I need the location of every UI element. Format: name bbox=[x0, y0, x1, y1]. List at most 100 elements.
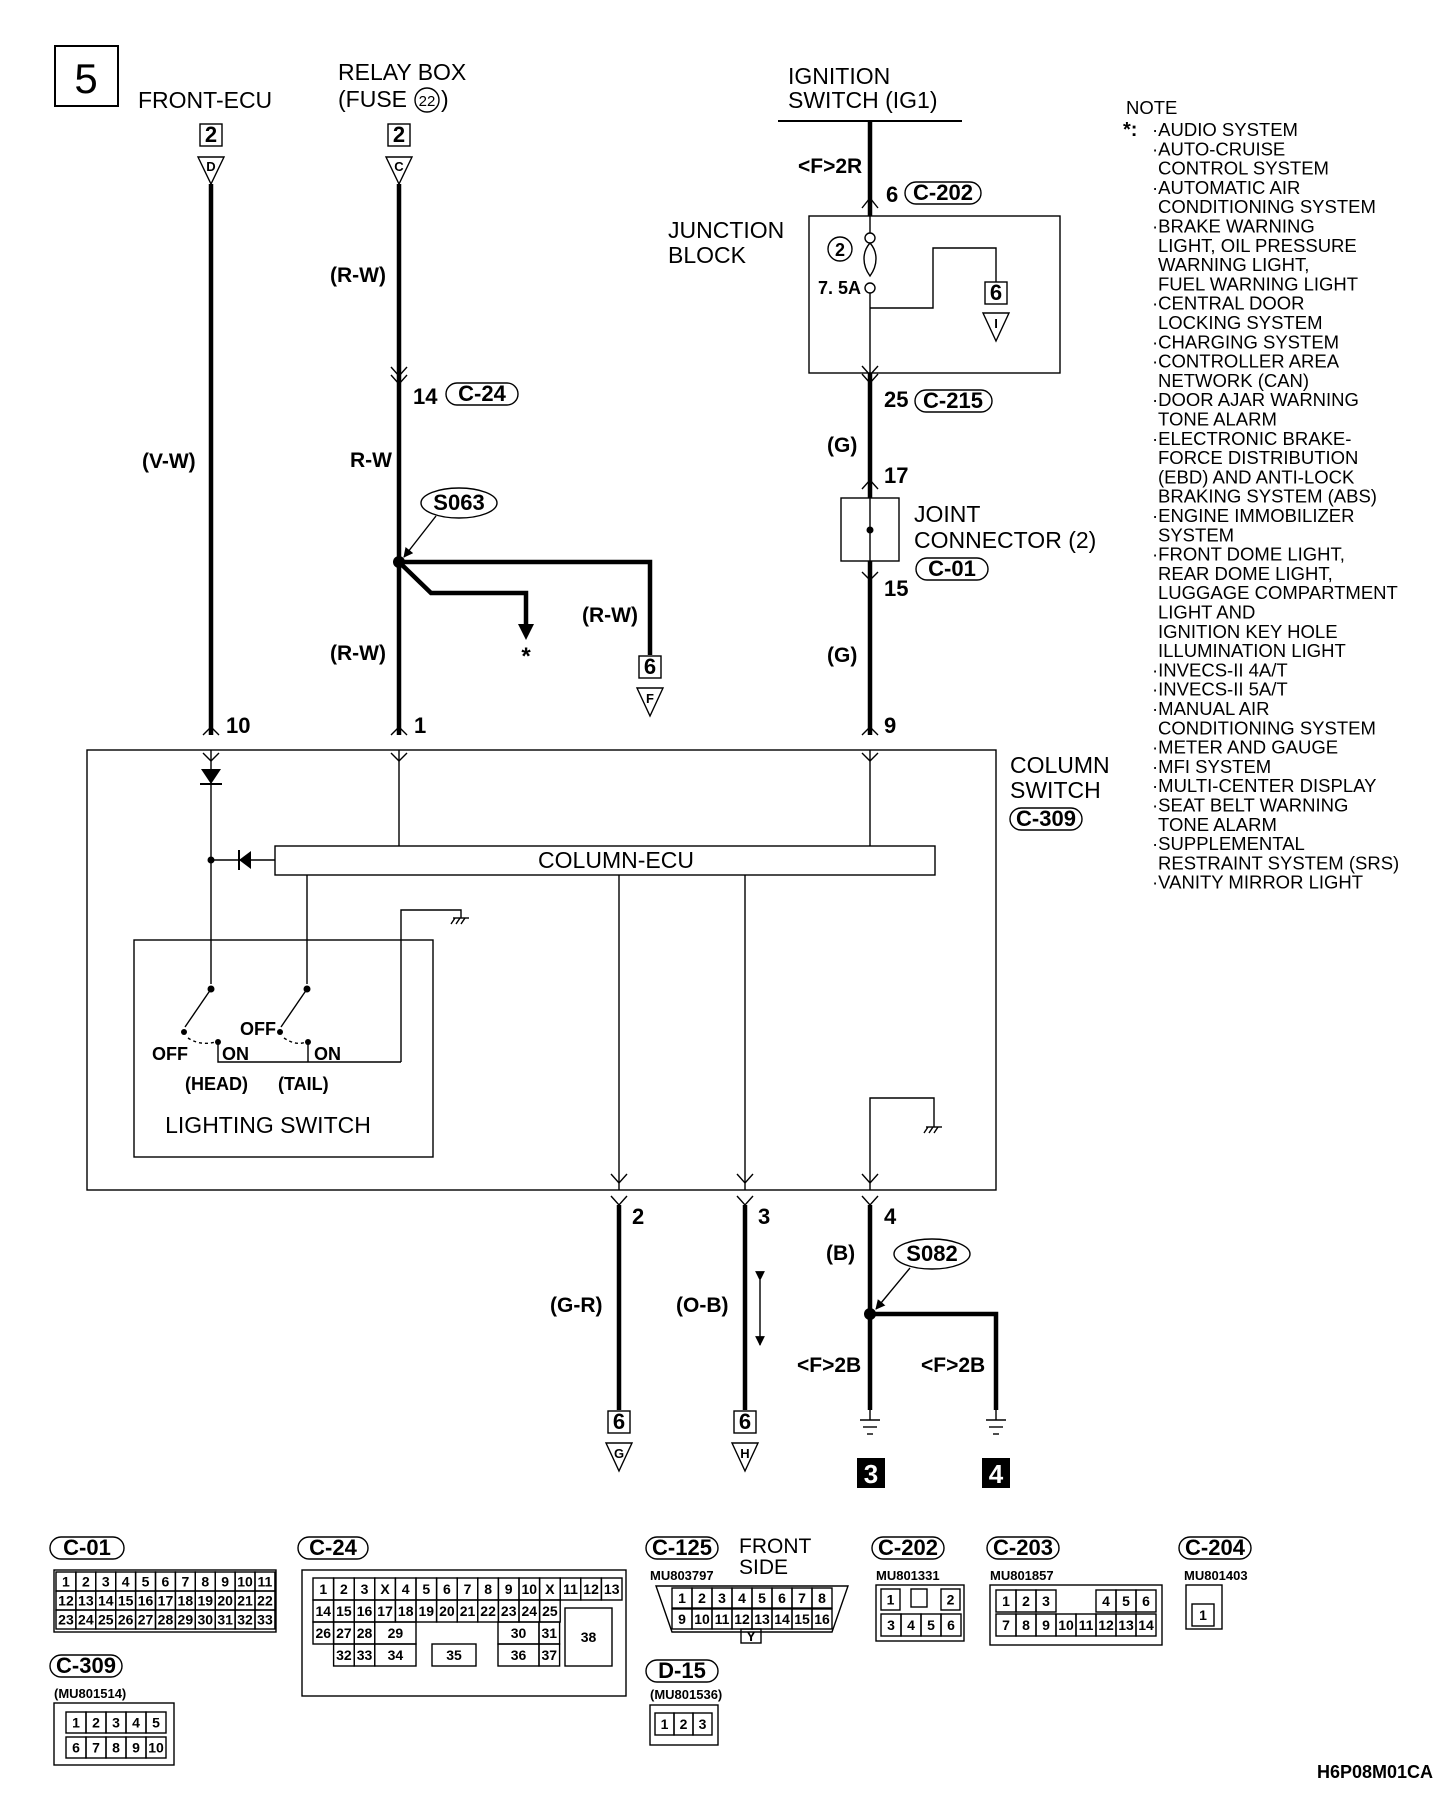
connector-pin: 5 bbox=[152, 1715, 160, 1731]
connector-pin: 7 bbox=[798, 1590, 806, 1606]
note-line: ·INVECS-II 5A/T bbox=[1152, 679, 1288, 700]
connector-pin: 4 bbox=[132, 1715, 140, 1731]
pin-15: 15 bbox=[884, 576, 908, 601]
connector-pin: 9 bbox=[678, 1611, 686, 1627]
c202-label: C-202 bbox=[913, 180, 973, 205]
note-line: LUGGAGE COMPARTMENT bbox=[1158, 582, 1398, 603]
connector-pin: 13 bbox=[754, 1611, 770, 1627]
connector-pin: 21 bbox=[460, 1603, 476, 1619]
pin-9: 9 bbox=[884, 713, 896, 738]
svg-text:D: D bbox=[206, 159, 215, 174]
note-star: *: bbox=[1123, 119, 1137, 141]
wire-o-b-label: (O-B) bbox=[676, 1294, 728, 1317]
connector-pin: 3 bbox=[718, 1590, 726, 1606]
connector-pin: 32 bbox=[237, 1612, 253, 1628]
connector-name-badge bbox=[645, 1536, 719, 1560]
connector-pin-cell bbox=[1135, 1589, 1157, 1613]
diode-ecu bbox=[239, 851, 251, 869]
wire-f2r-label: <F>2R bbox=[798, 155, 862, 178]
note-line: FORCE DISTRIBUTION bbox=[1158, 447, 1358, 468]
connector-pin: 4 bbox=[738, 1590, 746, 1606]
connector-pin: 20 bbox=[439, 1603, 455, 1619]
connector-pin-cell bbox=[880, 1588, 901, 1611]
connector-pin: 16 bbox=[138, 1593, 154, 1609]
connector-pin: 5 bbox=[927, 1617, 935, 1633]
connector-part-number: SIDE bbox=[739, 1556, 788, 1579]
offpage-front-ecu: 2 D bbox=[196, 122, 226, 186]
note-block: NOTE *: ·AUDIO SYSTEM·AUTO-CRUISECONTROL… bbox=[1123, 97, 1399, 893]
note-line: ·MANUAL AIR bbox=[1152, 698, 1270, 719]
note-line: ·CHARGING SYSTEM bbox=[1152, 331, 1339, 352]
tail-off-label: OFF bbox=[240, 1019, 276, 1039]
connector-pin: 3 bbox=[102, 1574, 110, 1590]
connector-name-badge bbox=[297, 1536, 369, 1560]
wire-v-w-label: (V-W) bbox=[142, 450, 196, 473]
connector-pin: 12 bbox=[58, 1593, 74, 1609]
wire-g-r-label: (G-R) bbox=[550, 1294, 602, 1317]
ground-3-label: 3 bbox=[864, 1459, 878, 1489]
connector-pin: 12 bbox=[734, 1611, 750, 1627]
wire-r-w-label-mid: R-W bbox=[350, 449, 392, 472]
connector-pin: 1 bbox=[1002, 1593, 1010, 1609]
s082-label: S082 bbox=[906, 1241, 957, 1266]
connector-pin: 1 bbox=[1199, 1607, 1207, 1623]
connector-pin-cell bbox=[811, 1587, 833, 1609]
connector-pin: 12 bbox=[583, 1581, 599, 1597]
connector-pin: 11 bbox=[563, 1581, 578, 1597]
note-line: LIGHT AND bbox=[1158, 602, 1255, 623]
tail-label: (TAIL) bbox=[278, 1074, 329, 1094]
connector-pin-cell bbox=[564, 1607, 613, 1667]
junction-block-label: JUNCTION bbox=[668, 217, 784, 243]
note-line: ·DOOR AJAR WARNING bbox=[1152, 389, 1359, 410]
connector-pin: 2 bbox=[82, 1574, 90, 1590]
head-on-label: ON bbox=[222, 1044, 249, 1064]
connector-pin-cell bbox=[254, 1609, 276, 1630]
connector-pin: 5 bbox=[422, 1581, 430, 1597]
column-ecu-label: COLUMN-ECU bbox=[538, 847, 694, 873]
connector-pin: 4 bbox=[122, 1574, 130, 1590]
svg-text:2: 2 bbox=[205, 122, 217, 147]
connector-pin-cell bbox=[692, 1712, 713, 1736]
offpage-i: 6 I bbox=[981, 280, 1011, 343]
tail-on-label: ON bbox=[314, 1044, 341, 1064]
connector-pin: 11 bbox=[258, 1574, 273, 1590]
connector-pin: 38 bbox=[581, 1629, 597, 1645]
note-line: ·METER AND GAUGE bbox=[1152, 737, 1338, 758]
connector-pin-cell bbox=[538, 1643, 561, 1667]
connector-pin: 14 bbox=[98, 1593, 114, 1609]
svg-text:C: C bbox=[394, 159, 404, 174]
connector-pin: 22 bbox=[480, 1603, 496, 1619]
connector-pin: 10 bbox=[694, 1611, 710, 1627]
note-line: ·SEAT BELT WARNING bbox=[1152, 795, 1348, 816]
fuse-number-circle bbox=[414, 87, 440, 113]
note-line: CONDITIONING SYSTEM bbox=[1158, 717, 1376, 738]
connector-pin: 33 bbox=[357, 1647, 373, 1663]
connector-pin: 29 bbox=[388, 1625, 404, 1641]
note-line: ·MFI SYSTEM bbox=[1152, 756, 1271, 777]
wire-g-label-upper: (G) bbox=[827, 434, 857, 457]
connector-pin: 6 bbox=[778, 1590, 786, 1606]
connector-pin: 2 bbox=[698, 1590, 706, 1606]
note-line: TONE ALARM bbox=[1158, 814, 1277, 835]
pin-25: 25 bbox=[884, 387, 908, 412]
note-line: ·VANITY MIRROR LIGHT bbox=[1152, 872, 1363, 893]
connector-pin: X bbox=[545, 1581, 555, 1597]
connector-pin: 30 bbox=[197, 1612, 213, 1628]
wire-r-w-branch-label: (R-W) bbox=[582, 604, 638, 627]
connector-pin: 1 bbox=[319, 1581, 327, 1597]
connector-pin: 5 bbox=[142, 1574, 150, 1590]
connector-pin: 28 bbox=[158, 1612, 174, 1628]
column-switch-box bbox=[86, 749, 997, 1191]
note-line: ·BRAKE WARNING bbox=[1152, 216, 1315, 237]
connector-name: C-24 bbox=[309, 1535, 357, 1560]
connector-pin: 9 bbox=[221, 1574, 229, 1590]
connector-pin: 14 bbox=[774, 1611, 790, 1627]
svg-text:G: G bbox=[614, 1446, 624, 1461]
relay-box-fuse-label: (FUSE bbox=[338, 86, 407, 112]
connector-pin: 1 bbox=[661, 1716, 669, 1732]
connector-pin-cell bbox=[145, 1736, 167, 1759]
connector-pin: 10 bbox=[148, 1740, 164, 1756]
connector-pin: 3 bbox=[699, 1716, 707, 1732]
connector-pin-cell bbox=[940, 1613, 962, 1637]
